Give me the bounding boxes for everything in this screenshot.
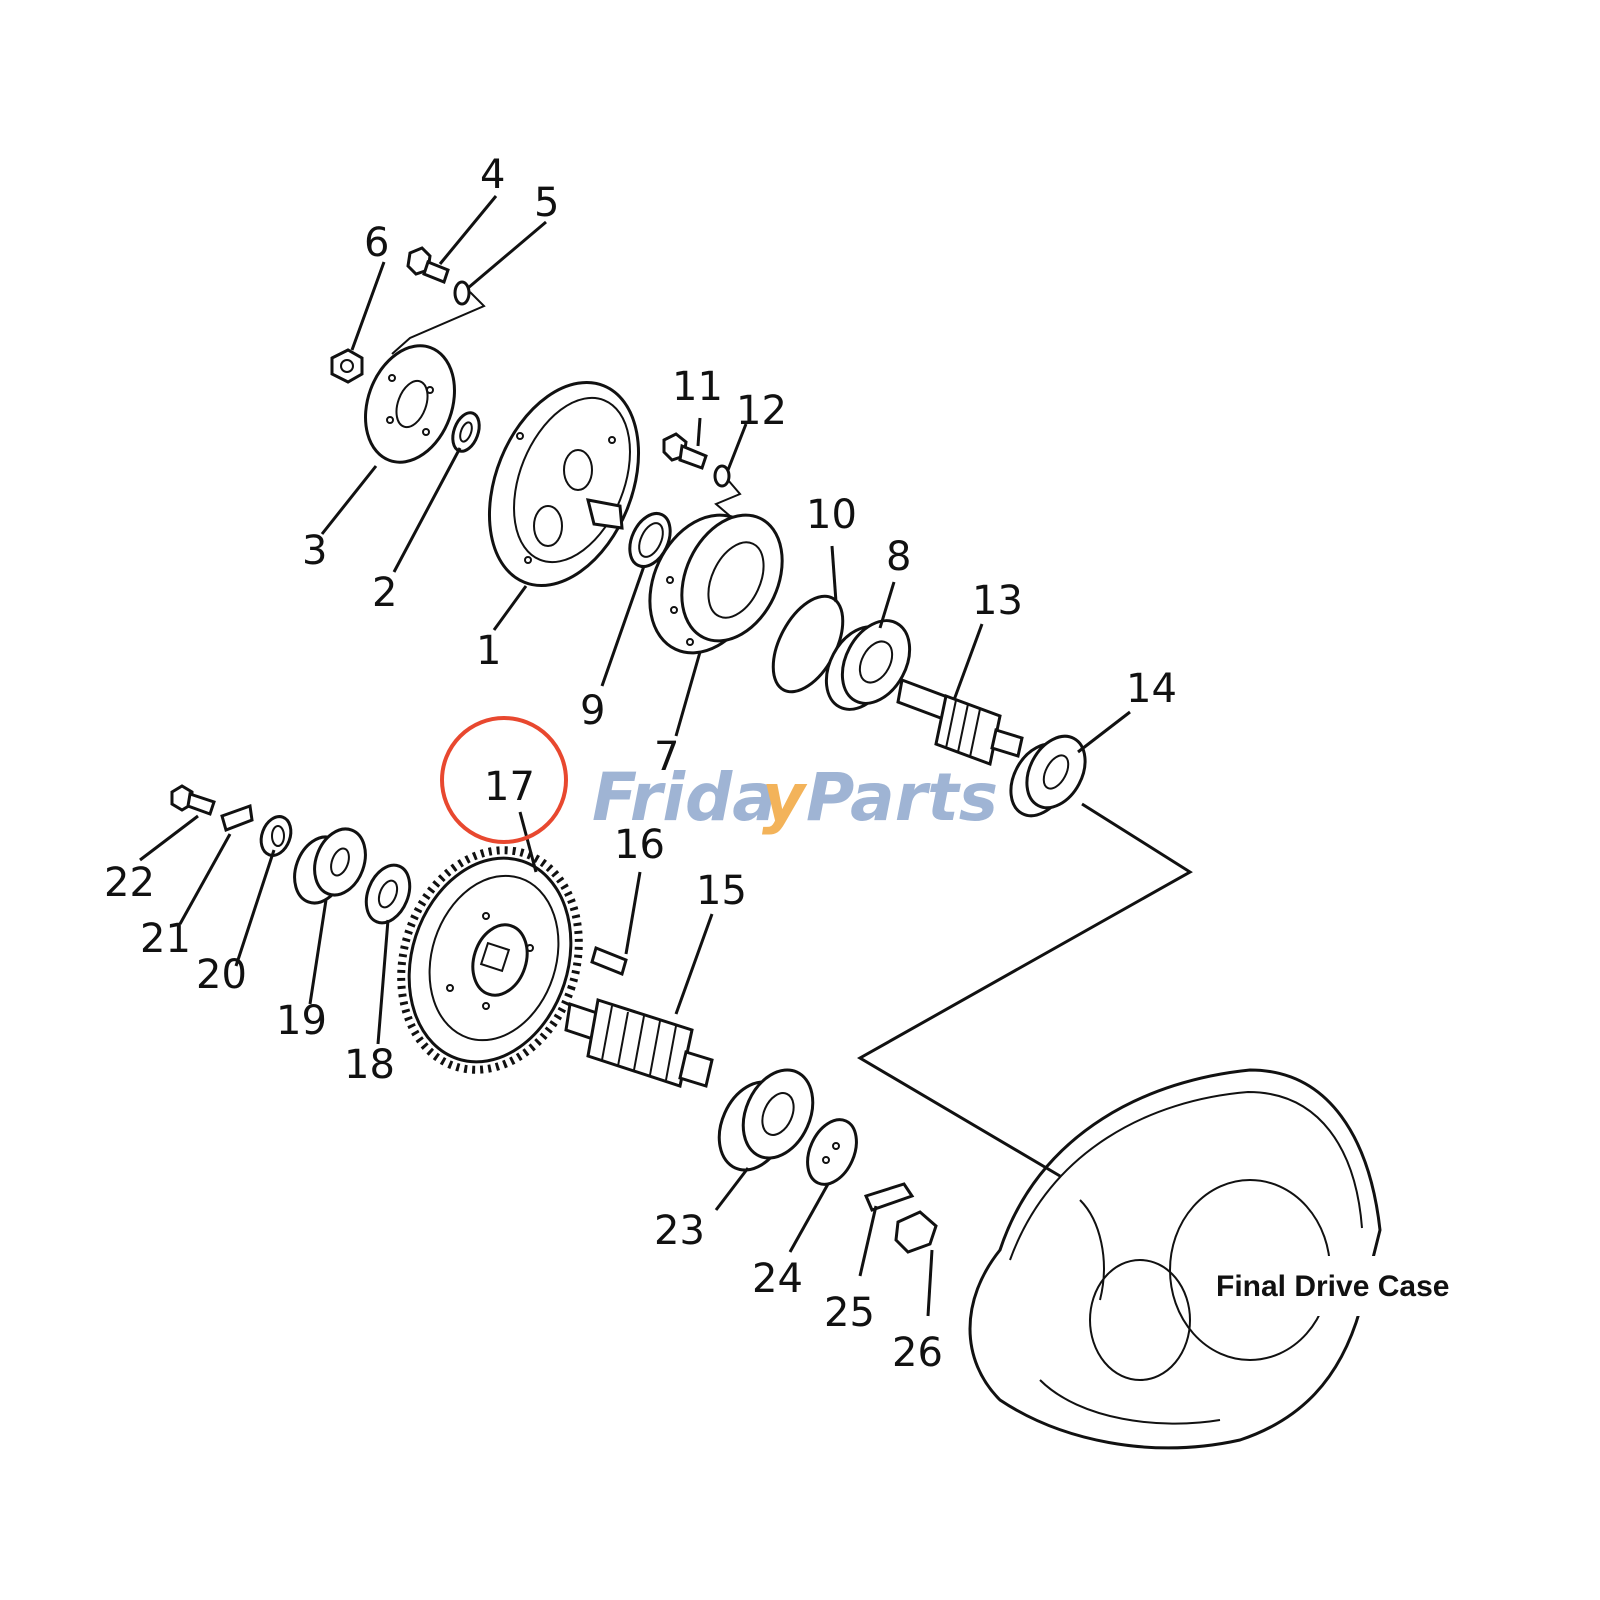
part-5-washer [453, 280, 471, 306]
highlight-circle [440, 716, 568, 844]
label-part-21: 21 [140, 916, 191, 962]
part-12-washer [713, 464, 731, 488]
case-label: Final Drive Case [1216, 1270, 1449, 1303]
part-7-retainer [648, 513, 784, 655]
part-9-seal [628, 512, 672, 568]
label-part-25: 25 [824, 1290, 875, 1336]
watermark-logo: Frida y Parts [592, 759, 998, 836]
watermark-y-glyph: y [762, 759, 808, 836]
label-part-12: 12 [736, 388, 787, 434]
part-13-pinion-shaft [896, 677, 1024, 767]
label-part-10: 10 [806, 492, 857, 538]
label-part-5: 5 [534, 180, 559, 226]
part-25-lock [863, 1182, 915, 1212]
label-part-14: 14 [1126, 666, 1177, 712]
part-6-nut [330, 348, 364, 384]
label-part-24: 24 [752, 1256, 803, 1302]
part-8-bearing [824, 619, 912, 711]
label-part-11: 11 [672, 364, 723, 410]
label-part-20: 20 [196, 952, 247, 998]
part-17-gear [397, 846, 583, 1074]
part-3-lock-plate [364, 344, 456, 464]
label-part-8: 8 [886, 534, 911, 580]
part-2-washer [451, 411, 481, 453]
case-label-box [1212, 1256, 1502, 1316]
part-16-key [590, 945, 628, 977]
label-part-16: 16 [614, 822, 665, 868]
part-26-bolt [894, 1210, 938, 1254]
label-part-23: 23 [654, 1208, 705, 1254]
label-part-6: 6 [364, 220, 389, 266]
part-19-bearing [293, 827, 367, 905]
label-part-9: 9 [580, 688, 605, 734]
part-21-lock [220, 803, 254, 832]
part-15-pinion-gear [564, 998, 714, 1088]
part-labels: 4 5 6 3 2 1 11 12 10 8 13 14 9 7 17 16 1… [104, 152, 1177, 1376]
part-24-plate [806, 1118, 858, 1186]
part-18-washer [364, 863, 412, 925]
leader-lines [139, 195, 1193, 1317]
part-23-bearing [717, 1068, 815, 1172]
watermark-text-b: Parts [806, 759, 998, 836]
watermark-text-a: Frida [592, 759, 777, 836]
label-part-4: 4 [480, 152, 505, 198]
label-part-15: 15 [696, 868, 747, 914]
label-part-13: 13 [972, 578, 1023, 624]
part-14-bearing [1009, 734, 1087, 818]
label-part-3: 3 [302, 528, 327, 574]
lock-wire [391, 291, 486, 355]
part-20-snap-ring [259, 815, 293, 857]
label-part-19: 19 [276, 998, 327, 1044]
part-11-bolt [662, 432, 708, 470]
label-part-1: 1 [476, 628, 501, 674]
label-part-17: 17 [484, 764, 535, 810]
lock-wire-2 [714, 479, 742, 517]
part-22-bolt [170, 784, 216, 816]
part-4-bolt [406, 246, 450, 284]
label-part-26: 26 [892, 1330, 943, 1376]
label-part-7: 7 [654, 734, 679, 780]
label-part-2: 2 [372, 570, 397, 616]
label-part-18: 18 [344, 1042, 395, 1088]
part-1-cover [487, 380, 641, 588]
label-part-22: 22 [104, 860, 155, 906]
